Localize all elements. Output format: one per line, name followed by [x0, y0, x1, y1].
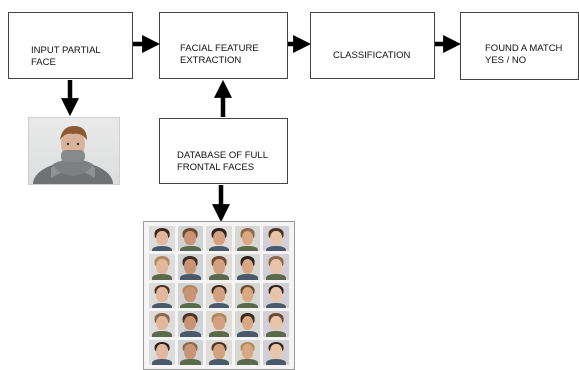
face-thumbnail	[177, 226, 204, 252]
face-thumbnail	[149, 226, 175, 252]
face-thumbnail	[177, 311, 204, 337]
found-match-box: FOUND A MATCH YES / NO	[460, 12, 579, 80]
face-thumbnail	[149, 339, 175, 365]
partial-face-photo	[28, 117, 120, 185]
face-thumbnail	[149, 254, 175, 280]
found-match-label: FOUND A MATCH YES / NO	[485, 43, 563, 66]
database-box: DATABASE OF FULL FRONTAL FACES	[159, 118, 288, 184]
database-label: DATABASE OF FULL FRONTAL FACES	[177, 150, 268, 173]
face-thumbnail	[263, 311, 289, 337]
classification-label: CLASSIFICATION	[333, 50, 411, 61]
face-thumbnail	[263, 339, 289, 365]
face-thumbnail	[263, 226, 289, 252]
face-thumbnail	[263, 282, 289, 309]
input-partial-face-label: INPUT PARTIAL FACE	[31, 45, 101, 68]
face-thumbnail	[234, 282, 261, 309]
face-database-grid	[143, 221, 295, 370]
face-thumbnail	[206, 282, 232, 309]
face-thumbnail	[149, 282, 175, 309]
classification-box: CLASSIFICATION	[310, 12, 435, 79]
face-thumbnail	[234, 226, 261, 252]
face-thumbnail	[263, 254, 289, 280]
face-thumbnail	[206, 311, 232, 337]
facial-feature-extraction-label: FACIAL FEATURE EXTRACTION	[180, 43, 259, 66]
face-thumbnail	[206, 226, 232, 252]
face-thumbnail	[177, 339, 204, 365]
face-thumbnail	[234, 339, 261, 365]
face-thumbnail	[234, 254, 261, 280]
face-thumbnail	[234, 311, 261, 337]
face-thumbnail	[149, 311, 175, 337]
face-thumbnail	[177, 254, 204, 280]
input-partial-face-box: INPUT PARTIAL FACE	[8, 12, 133, 79]
face-thumbnail	[177, 282, 204, 309]
facial-feature-extraction-box: FACIAL FEATURE EXTRACTION	[159, 12, 288, 79]
face-thumbnail	[206, 254, 232, 280]
face-thumbnail	[206, 339, 232, 365]
